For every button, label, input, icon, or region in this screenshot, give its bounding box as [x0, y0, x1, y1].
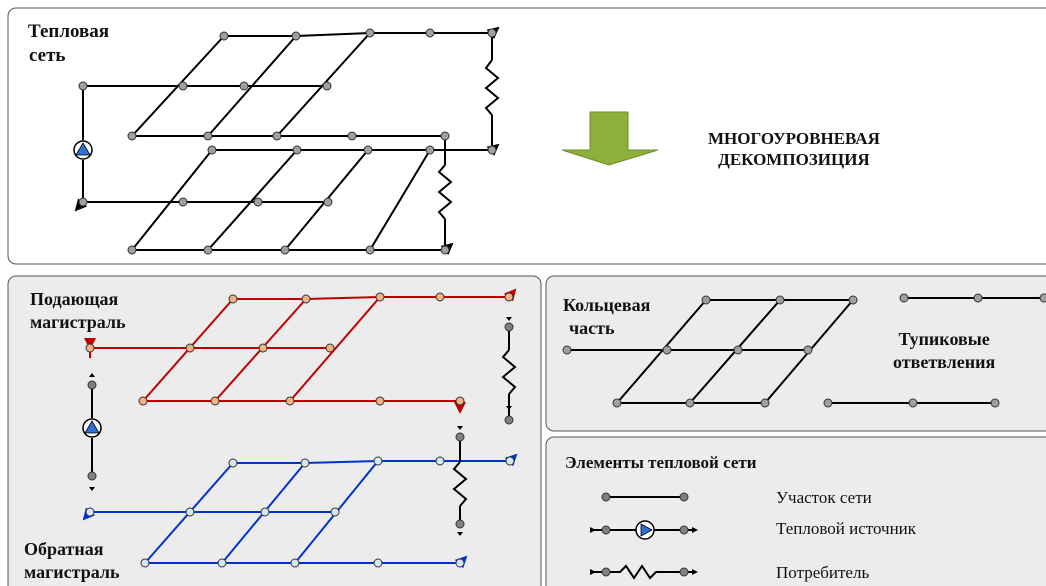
ring-nodes: [562, 293, 1046, 408]
small-arrows: [89, 317, 512, 536]
ring-deadend-panel: [545, 275, 1046, 432]
legend-label-pipe: Участок сети: [776, 488, 872, 507]
heat-source-icon: [73, 140, 93, 160]
decomposition-label: МНОГОУРОВНЕВАЯ ДЕКОМПОЗИЦИЯ: [708, 129, 880, 170]
source-pump-icon: [82, 418, 102, 438]
legend-title: Элементы тепловой сети: [565, 453, 757, 472]
legend-consumer: [590, 564, 698, 580]
return-nodes: [85, 456, 515, 568]
return-main-label: Обратная магистраль: [24, 539, 120, 582]
full-network-nodes: [78, 28, 497, 255]
decomposition-arrow-icon: [561, 111, 659, 166]
legend-pipe-segment: [601, 492, 689, 502]
legend-panel: [545, 436, 1046, 586]
top-panel: [7, 7, 1046, 265]
dead-end-label: Тупиковые ответвления: [893, 329, 996, 372]
supply-nodes: [85, 292, 514, 406]
supply-main-label: Подающая магистраль: [30, 289, 126, 332]
legend-heat-source: [590, 520, 698, 540]
legend-label-source: Тепловой источник: [776, 519, 917, 538]
ring-part-label: Кольцевая часть: [563, 295, 651, 338]
supply-return-panel: [7, 275, 542, 586]
consumer-nodes: [87, 322, 514, 529]
legend-label-consumer: Потребитель: [776, 563, 870, 582]
network-title: Тепловая сеть: [28, 21, 110, 66]
